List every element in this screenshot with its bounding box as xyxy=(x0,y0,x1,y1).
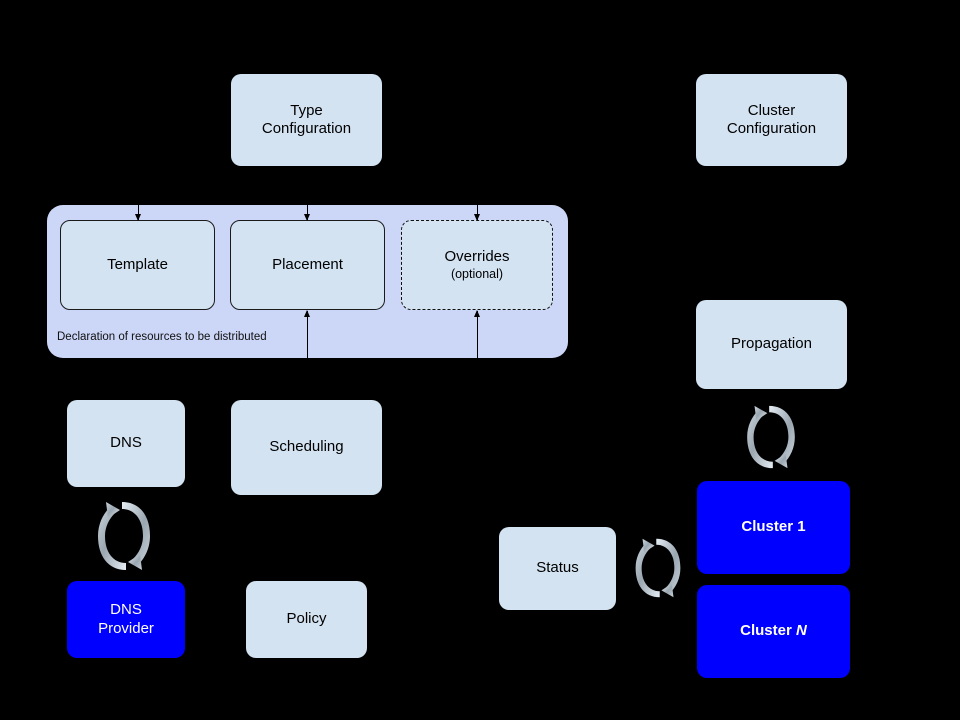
declaration-caption: Declaration of resources to be distribut… xyxy=(57,331,267,343)
node-propagation-label: Propagation xyxy=(731,335,812,353)
node-cluster-n[interactable]: Cluster N xyxy=(697,585,850,678)
node-template[interactable]: Template xyxy=(60,220,215,310)
node-type-configuration[interactable]: Type Configuration xyxy=(231,74,382,166)
node-policy[interactable]: Policy xyxy=(246,581,367,658)
node-template-label: Template xyxy=(107,255,168,273)
node-cluster-n-suffix: N xyxy=(796,622,807,640)
node-status[interactable]: Status xyxy=(499,527,616,610)
node-overrides[interactable]: Overrides (optional) xyxy=(401,220,553,310)
sync-icon-propagation xyxy=(738,395,804,479)
node-cluster-n-prefix: Cluster xyxy=(740,622,796,640)
node-cluster-1-label: Cluster 1 xyxy=(741,518,806,536)
node-dns-label: DNS xyxy=(110,434,142,452)
node-cluster-configuration-line2: Configuration xyxy=(726,120,817,137)
node-dns-provider-line1: DNS xyxy=(110,601,142,619)
node-policy-label: Policy xyxy=(286,610,327,628)
node-cluster-n-label: Cluster N xyxy=(740,622,807,640)
node-dns[interactable]: DNS xyxy=(67,400,185,487)
node-propagation[interactable]: Propagation xyxy=(696,300,847,389)
node-placement-label: Placement xyxy=(272,255,343,273)
sync-icon-dns xyxy=(88,496,160,576)
node-type-configuration-line2: Configuration xyxy=(261,120,352,137)
node-scheduling[interactable]: Scheduling xyxy=(231,400,382,495)
connector-policy-to-overrides xyxy=(473,310,482,359)
connector-type-config-to-placement xyxy=(303,205,312,221)
node-cluster-1[interactable]: Cluster 1 xyxy=(697,481,850,574)
connector-type-config-to-template xyxy=(134,205,143,221)
node-dns-provider[interactable]: DNS Provider xyxy=(67,581,185,658)
node-cluster-configuration-line1: Cluster xyxy=(747,101,796,119)
node-scheduling-label: Scheduling xyxy=(269,438,344,456)
connector-type-config-to-overrides xyxy=(473,205,482,221)
node-type-configuration-line1: Type xyxy=(290,101,323,119)
node-placement[interactable]: Placement xyxy=(230,220,385,310)
node-cluster-configuration[interactable]: Cluster Configuration xyxy=(696,74,847,166)
node-dns-provider-line2: Provider xyxy=(98,619,154,637)
connector-scheduling-to-placement xyxy=(303,310,312,359)
node-status-label: Status xyxy=(536,559,579,577)
node-overrides-line2: (optional) xyxy=(450,266,504,281)
node-overrides-line1: Overrides xyxy=(444,248,510,266)
sync-icon-status xyxy=(627,528,689,608)
